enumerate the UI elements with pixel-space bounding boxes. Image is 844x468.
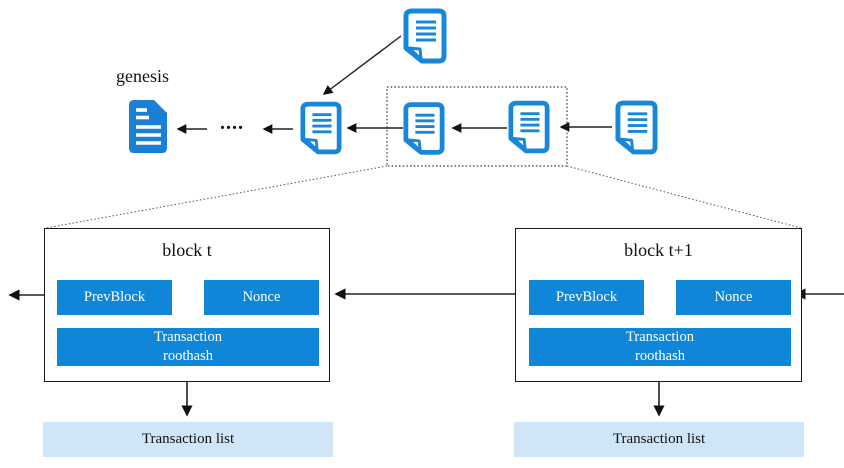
block-t1-box: block t+1 PrevBlock Nonce Transaction ro… [515,228,802,382]
block-t1-nonce-field: Nonce [676,280,791,315]
block-t-prevblock-field: PrevBlock [57,280,172,315]
block-t-transaction-list: Transaction list [43,422,333,457]
chain-document-icon-3 [508,99,550,155]
block-t1-roothash-field: Transaction roothash [529,328,791,366]
block-t1-title: block t+1 [624,240,693,260]
orphan-document-icon [403,8,447,64]
chain-ellipsis: .... [220,112,244,134]
block-t1-transaction-list: Transaction list [514,422,804,457]
block-t-title: block t [162,240,212,260]
dotted-expand-line-right [566,165,802,229]
chain-document-icon-1 [300,100,342,156]
chain-document-icon-4 [615,100,658,155]
genesis-label: genesis [116,66,169,86]
arrow-orphan-to-chain [322,35,402,95]
dotted-expand-line-left [45,165,388,229]
block-t-roothash-field: Transaction roothash [57,328,319,366]
genesis-document-icon [127,98,169,155]
block-t-nonce-field: Nonce [204,280,319,315]
dotted-selection-rect [386,86,568,167]
chain-document-icon-2 [403,100,445,157]
block-t1-prevblock-field: PrevBlock [529,280,644,315]
block-t-box: block t PrevBlock Nonce Transaction root… [44,228,330,382]
